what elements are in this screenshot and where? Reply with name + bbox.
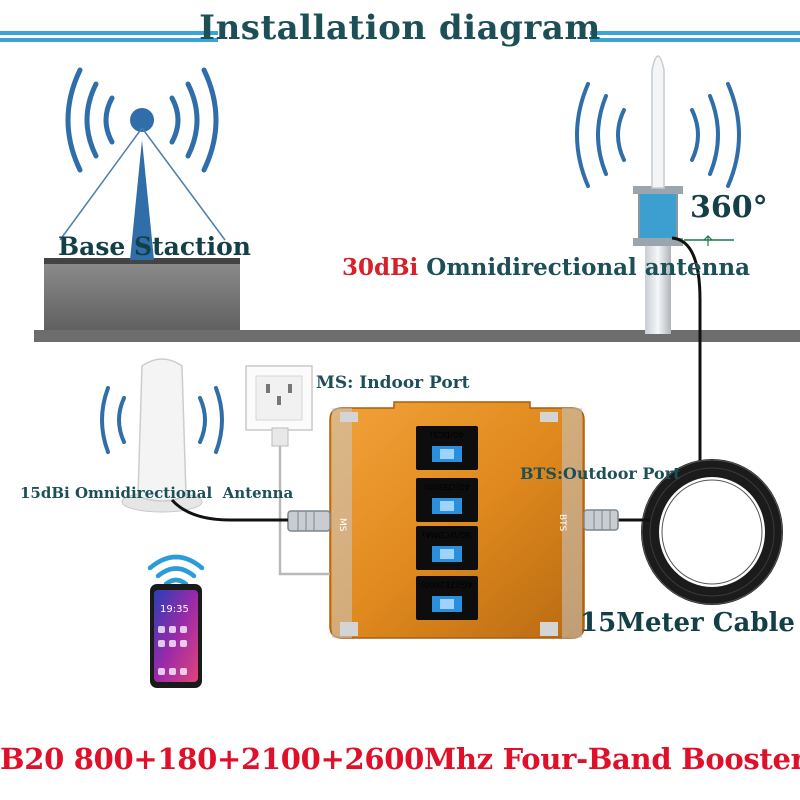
outdoor-cable <box>671 236 702 470</box>
cable-label: 15Meter Cable <box>580 608 795 638</box>
band-display-2 <box>416 478 478 522</box>
phone-time: 19:35 <box>160 604 189 615</box>
band-label-4: 4G(LTE2600) <box>421 580 472 589</box>
connector-icon <box>287 510 331 532</box>
tower-icon <box>59 108 226 260</box>
footer-title: B20 800+180+2100+2600Mhz Four-Band Boost… <box>0 742 800 776</box>
base-station-label: Base Staction <box>58 232 251 261</box>
angle-label: 360° <box>690 190 768 225</box>
booster-bts-label: BTS <box>557 514 567 532</box>
phone-icon <box>150 584 202 688</box>
band-label-3: 3G(WCDMA) <box>422 530 472 539</box>
cable-coil-icon <box>641 459 783 605</box>
signal-wave-icon <box>65 67 219 173</box>
bts-port-label: BTS:Outdoor Port <box>520 464 681 483</box>
signal-wave-icon <box>575 82 741 188</box>
connector-icon <box>583 509 619 531</box>
ms-port-label: MS: Indoor Port <box>316 373 470 393</box>
power-cable <box>278 446 330 576</box>
building-icon <box>44 258 240 332</box>
floor-slab <box>34 330 800 342</box>
band-label-1: 4G(DCS) <box>430 430 464 439</box>
outdoor-antenna-type: Omnidirectional antenna <box>426 254 751 281</box>
outdoor-antenna-gain: 30dBi <box>342 254 419 281</box>
signal-wave-icon <box>100 386 224 454</box>
wall-outlet-icon <box>245 365 313 447</box>
outdoor-antenna-icon <box>633 55 683 334</box>
outdoor-antenna-label: 30dBi Omnidirectional antenna <box>342 254 750 281</box>
wifi-icon <box>147 554 205 587</box>
indoor-antenna-label: 15dBi Omnidirectional Antenna <box>20 484 294 502</box>
indoor-cable <box>170 498 288 522</box>
band-label-2: 4G(LTE800) <box>424 482 470 491</box>
page-title: Installation diagram <box>199 8 601 48</box>
title-bar <box>0 31 800 42</box>
band-display-3 <box>416 526 478 570</box>
booster-ms-label: MS <box>337 518 347 532</box>
band-display-4 <box>416 576 478 620</box>
band-display-1 <box>416 426 478 470</box>
